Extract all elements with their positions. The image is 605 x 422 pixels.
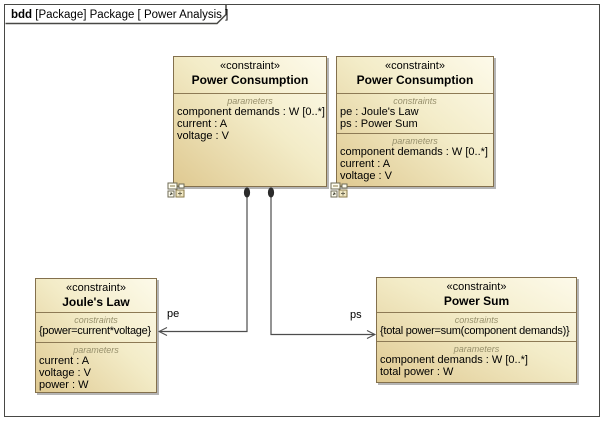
constraint-block-joules-law[interactable]: «constraint» Joule's Law constraints {po… [35, 278, 157, 393]
constraints-compartment: constraints pe : Joule's Law ps : Power … [337, 93, 493, 133]
property-line: voltage : V [340, 170, 392, 182]
compartment-label: parameters [392, 136, 438, 146]
compartment-label: constraints [74, 315, 118, 325]
block-header: «constraint» Power Consumption [174, 57, 326, 93]
structure-icon[interactable] [330, 182, 351, 198]
block-name: Joule's Law [62, 295, 130, 309]
diagram-title-tab [5, 5, 227, 25]
diagram-kind-keyword: bdd [11, 9, 33, 21]
property-line: current : A [39, 355, 90, 367]
constraint-expression: {power=current*voltage} [39, 325, 151, 337]
property-line: pe : Joule's Law [340, 106, 419, 118]
constraint-block-power-sum[interactable]: «constraint» Power Sum constraints {tota… [376, 277, 577, 383]
constraints-compartment: constraints {total power=sum(component d… [377, 312, 576, 341]
block-stereotype: «constraint» [220, 60, 280, 72]
constraint-block-power-consumption-plain[interactable]: «constraint» Power Consumption parameter… [167, 56, 327, 198]
parameters-compartment: parameters current : A voltage : V power… [36, 342, 156, 392]
block-header: «constraint» Power Consumption [337, 57, 493, 93]
block-name: Power Sum [443, 294, 510, 308]
property-line: ps : Power Sum [340, 118, 418, 130]
block-stereotype: «constraint» [446, 281, 507, 293]
parameters-compartment: parameters component demands : W [0..*] … [337, 133, 493, 186]
parameters-compartment: parameters component demands : W [0..*] … [174, 93, 326, 186]
property-line: component demands : W [0..*] [380, 354, 528, 366]
block-header: «constraint» Power Sum [377, 278, 576, 312]
diagram-title: bdd [Package] Package [ Power Analysis ] [11, 9, 228, 21]
connector-role-label-pe[interactable]: pe [167, 308, 180, 320]
constraint-expression: {total power=sum(component demands)} [380, 325, 570, 337]
diagram-title-text: [Package] Package [ Power Analysis ] [32, 9, 229, 21]
property-line: total power : W [380, 366, 454, 378]
property-line: current : A [340, 158, 391, 170]
constraints-compartment: constraints {power=current*voltage} [36, 312, 156, 342]
constraint-block-power-consumption-detailed[interactable]: «constraint» Power Consumption constrain… [330, 56, 494, 198]
connector-role-label-ps[interactable]: ps [350, 309, 362, 321]
property-line: power : W [39, 379, 89, 391]
parameters-compartment: parameters component demands : W [0..*] … [377, 341, 576, 382]
block-stereotype: «constraint» [66, 282, 126, 294]
property-line: component demands : W [0..*] [340, 146, 488, 158]
structure-icon[interactable] [167, 182, 188, 198]
block-header: «constraint» Joule's Law [36, 279, 156, 312]
property-line: voltage : V [177, 130, 229, 142]
compartment-label: parameters [227, 96, 273, 106]
compartment-label: parameters [73, 345, 119, 355]
property-line: voltage : V [39, 367, 91, 379]
block-stereotype: «constraint» [385, 60, 445, 72]
property-line: current : A [177, 118, 228, 130]
compartment-label: constraints [454, 315, 499, 325]
property-line: component demands : W [0..*] [177, 106, 325, 118]
compartment-label: constraints [393, 96, 437, 106]
compartment-label: parameters [453, 344, 500, 354]
block-name: Power Consumption [356, 73, 474, 87]
block-name: Power Consumption [191, 73, 309, 87]
